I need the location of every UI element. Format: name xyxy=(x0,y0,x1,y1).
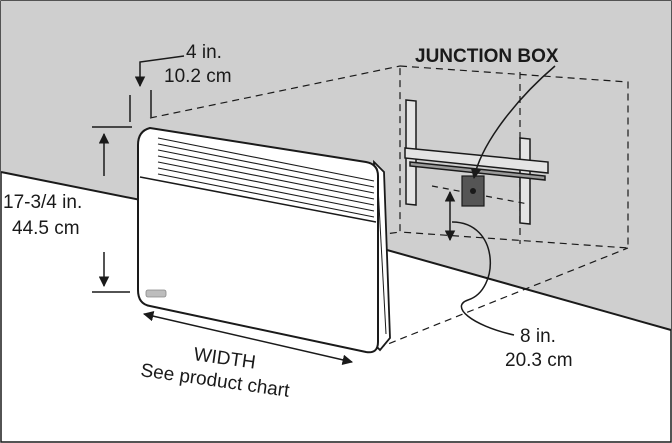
height-label-in: 17-3/4 in. xyxy=(3,192,82,213)
clearance-callout-curve xyxy=(451,221,515,336)
depth-dimension xyxy=(129,55,185,122)
height-dimension xyxy=(92,126,132,293)
heater xyxy=(137,126,391,354)
junction-box-label: JUNCTION BOX xyxy=(415,46,559,67)
height-label-cm: 44.5 cm xyxy=(12,218,80,239)
heater-logo-badge xyxy=(145,289,167,298)
clearance-label-cm: 20.3 cm xyxy=(505,350,573,371)
depth-label-in: 4 in. xyxy=(186,42,222,63)
junction-box-callout-arrow xyxy=(470,65,556,180)
clearance-label-in: 8 in. xyxy=(520,326,556,347)
heater-grille-bottom-edge xyxy=(139,176,377,223)
heater-grille xyxy=(157,137,375,218)
depth-label-cm: 10.2 cm xyxy=(164,66,232,87)
heater-front-panel xyxy=(137,126,379,354)
width-dimension-arrow xyxy=(142,311,354,365)
